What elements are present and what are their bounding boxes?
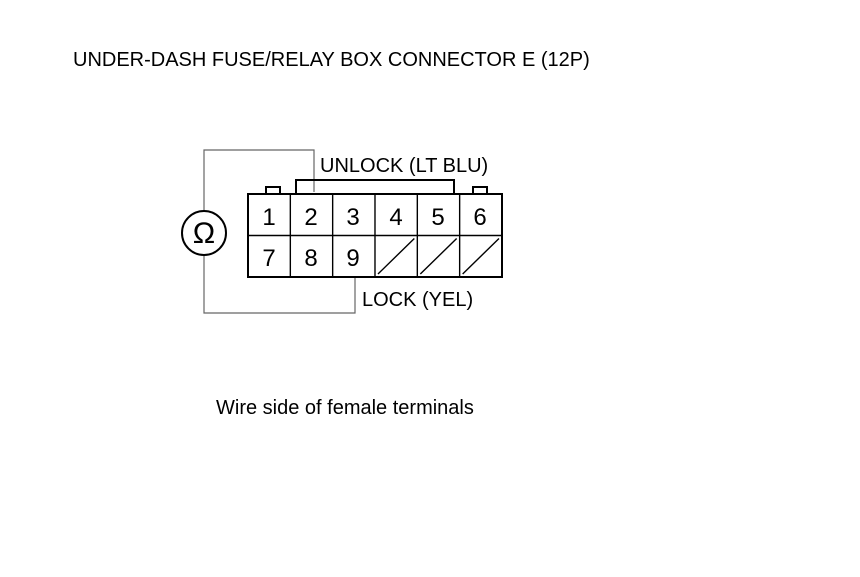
- terminal-number: 4: [389, 204, 402, 231]
- diagram-caption: Wire side of female terminals: [216, 397, 474, 419]
- terminal-number: 2: [304, 204, 317, 231]
- connector-latch-left: [265, 186, 281, 194]
- unlock-label: UNLOCK (LT BLU): [320, 155, 488, 177]
- diagram-title: UNDER-DASH FUSE/RELAY BOX CONNECTOR E (1…: [73, 49, 590, 71]
- bottom-row-terminals: 7 8 9: [262, 245, 359, 272]
- ohmmeter-icon: [181, 210, 227, 256]
- lock-label: LOCK (YEL): [362, 289, 473, 311]
- terminal-number: 9: [346, 245, 359, 272]
- empty-cavity-slash: [377, 237, 415, 275]
- connector-lock-tab: [295, 179, 455, 194]
- terminal-number: 5: [431, 204, 444, 231]
- connector-latch-right: [472, 186, 488, 194]
- terminal-number: 8: [304, 245, 317, 272]
- terminal-number: 1: [262, 204, 275, 231]
- top-row-terminals: 1 2 3 4 5 6: [262, 204, 486, 231]
- terminal-number: 3: [346, 204, 359, 231]
- terminal-number: 7: [262, 245, 275, 272]
- cavity-grid: [248, 194, 502, 277]
- ohm-symbol: Ω: [193, 217, 215, 250]
- terminal-number: 6: [473, 204, 486, 231]
- empty-cavity-slash: [419, 237, 458, 275]
- empty-cavity-slash: [462, 237, 500, 275]
